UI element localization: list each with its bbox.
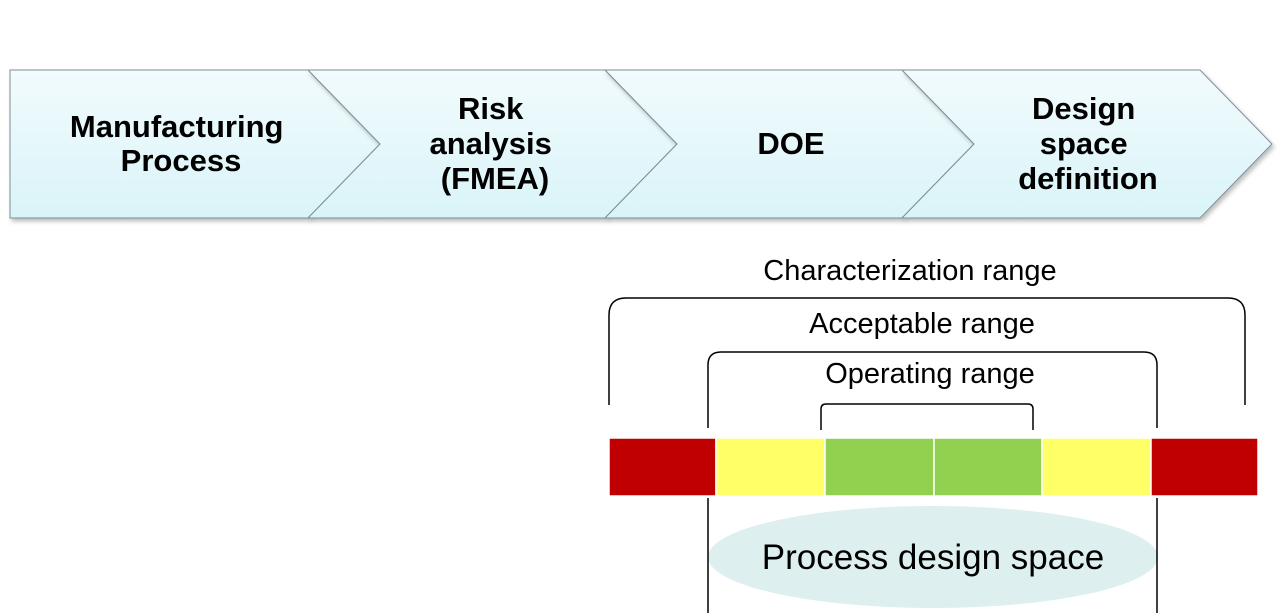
characterization-range-label: Characterization range — [763, 255, 1056, 287]
design-space-label: Process design space — [762, 538, 1104, 577]
step-chevron-design-space — [900, 69, 1273, 219]
design-space-ellipse — [708, 506, 1158, 608]
step-label-manufacturing: Manufacturing Process — [70, 109, 292, 178]
zone-acceptable-left — [715, 437, 826, 497]
zone-operating-left — [824, 437, 935, 497]
zone-acceptable-right — [1041, 437, 1152, 497]
acceptable-range-label: Acceptable range — [809, 308, 1035, 340]
acceptable-range-bracket — [707, 351, 1158, 428]
step-label-risk-analysis: Risk analysis (FMEA) — [430, 91, 561, 196]
zone-operating-right — [933, 437, 1043, 497]
operating-range-label: Operating range — [825, 358, 1035, 390]
range-zone-bar — [608, 437, 1259, 497]
process-flow: Manufacturing Process Risk analysis (FME… — [9, 69, 1273, 219]
step-label-design-space: Design space definition — [1018, 91, 1157, 196]
zone-unacceptable-right — [1150, 437, 1259, 497]
operating-range-bracket — [820, 403, 1034, 430]
step-label-doe: DOE — [757, 126, 824, 161]
characterization-range-bracket — [608, 297, 1246, 405]
zone-unacceptable-left — [608, 437, 717, 497]
